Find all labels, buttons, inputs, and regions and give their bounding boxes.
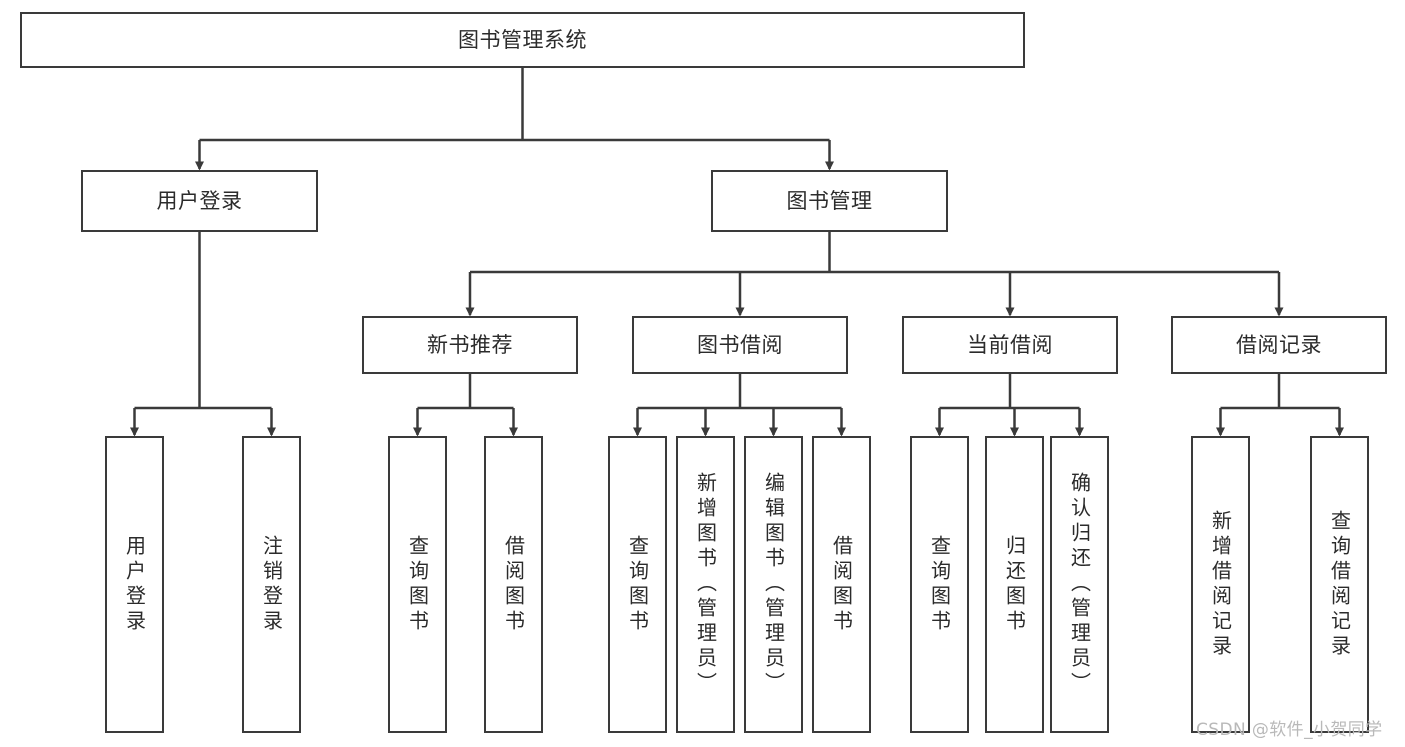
node-l_b2[interactable]: 借阅图书: [812, 436, 871, 733]
node-user_login[interactable]: 用户登录: [81, 170, 318, 232]
node-l_ret[interactable]: 归还图书: [985, 436, 1044, 733]
node-label: 确认归还（管理员）: [1067, 472, 1092, 697]
node-l_conf[interactable]: 确认归还（管理员）: [1050, 436, 1109, 733]
node-label: 查询图书: [927, 534, 952, 635]
node-label: 查询借阅记录: [1327, 509, 1352, 660]
node-label: 图书借阅: [697, 332, 783, 357]
node-l_q2[interactable]: 查询图书: [608, 436, 667, 733]
node-label: 归还图书: [1002, 534, 1027, 635]
node-label: 新增图书（管理员）: [693, 472, 718, 697]
node-new_rec[interactable]: 新书推荐: [362, 316, 578, 374]
node-label: 新书推荐: [427, 332, 513, 357]
node-label: 借阅图书: [501, 534, 526, 635]
node-label: 图书管理: [786, 188, 873, 213]
node-l_q3[interactable]: 查询图书: [910, 436, 969, 733]
node-label: 借阅记录: [1236, 332, 1322, 357]
node-current[interactable]: 当前借阅: [902, 316, 1118, 374]
node-records[interactable]: 借阅记录: [1171, 316, 1387, 374]
node-label: 新增借阅记录: [1208, 509, 1233, 660]
node-label: 图书管理系统: [458, 27, 587, 52]
node-l_qrec[interactable]: 查询借阅记录: [1310, 436, 1369, 733]
edge-group: [130, 68, 1344, 437]
node-label: 用户登录: [122, 534, 147, 635]
node-label: 查询图书: [625, 534, 650, 635]
node-root[interactable]: 图书管理系统: [20, 12, 1025, 68]
node-l_addrec[interactable]: 新增借阅记录: [1191, 436, 1250, 733]
node-borrow[interactable]: 图书借阅: [632, 316, 848, 374]
node-label: 借阅图书: [829, 534, 854, 635]
node-label: 用户登录: [156, 188, 243, 213]
node-label: 查询图书: [405, 534, 430, 635]
node-label: 注销登录: [259, 534, 284, 635]
node-label: 当前借阅: [967, 332, 1053, 357]
node-l_edit[interactable]: 编辑图书（管理员）: [744, 436, 803, 733]
node-label: 编辑图书（管理员）: [761, 472, 786, 697]
node-l_b1[interactable]: 借阅图书: [484, 436, 543, 733]
node-l_q1[interactable]: 查询图书: [388, 436, 447, 733]
node-l_add[interactable]: 新增图书（管理员）: [676, 436, 735, 733]
node-book_mgmt[interactable]: 图书管理: [711, 170, 948, 232]
node-l_login[interactable]: 用户登录: [105, 436, 164, 733]
node-l_logout[interactable]: 注销登录: [242, 436, 301, 733]
